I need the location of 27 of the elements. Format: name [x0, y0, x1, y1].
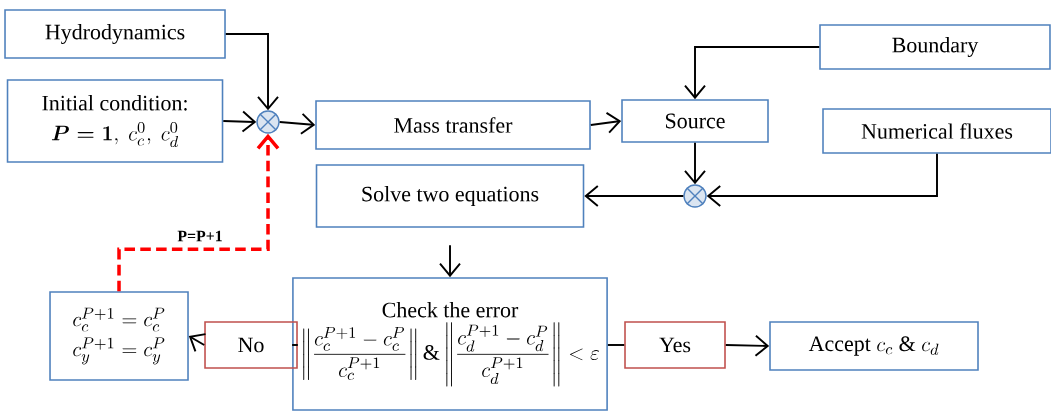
result-box: No [204, 321, 298, 369]
arrow [589, 111, 622, 134]
arrow [684, 141, 706, 185]
summing-junction [683, 184, 707, 208]
result-box: Yes [624, 321, 726, 369]
arrow [117, 133, 280, 292]
process-box: Source [621, 99, 769, 143]
process-box: Initial condition: $\boldsymbol{P=1},\ c_c^{0},\ c_d^{0}$ [6, 79, 224, 163]
process-box: Mass transfer [315, 100, 591, 150]
arrow [278, 112, 316, 135]
arrow [724, 334, 770, 357]
arrow [706, 152, 938, 207]
edge-label: P=P+1 [175, 229, 225, 243]
update-box: $c_c^{P+1}=c_c^{P}$ $c_y^{P+1}=c_y^{P}$ [49, 291, 189, 381]
process-box: Accept $c_c\ \&\ c_d$ [769, 321, 979, 371]
arrow [439, 244, 461, 278]
arrow [188, 333, 207, 353]
arrow [224, 33, 279, 111]
process-box: Numerical fluxes [822, 108, 1051, 154]
process-box: Boundary [819, 24, 1051, 70]
summing-junction [256, 110, 280, 134]
process-box: Solve two equations [315, 164, 585, 228]
arrow [684, 46, 821, 100]
arrow [222, 110, 257, 133]
process-box: Hydrodynamics [4, 9, 226, 59]
decision-box: Check the error $\left\|\frac{c_c^{P+1}-c_c^{P}}{c_c^{P+1}}\right\|\&\left\|\frac{c_d^{P+1}-c_d^{P}}{c_d^{P+1}}\right\|<\varepsilon$ [292, 277, 608, 411]
arrow [584, 185, 685, 207]
